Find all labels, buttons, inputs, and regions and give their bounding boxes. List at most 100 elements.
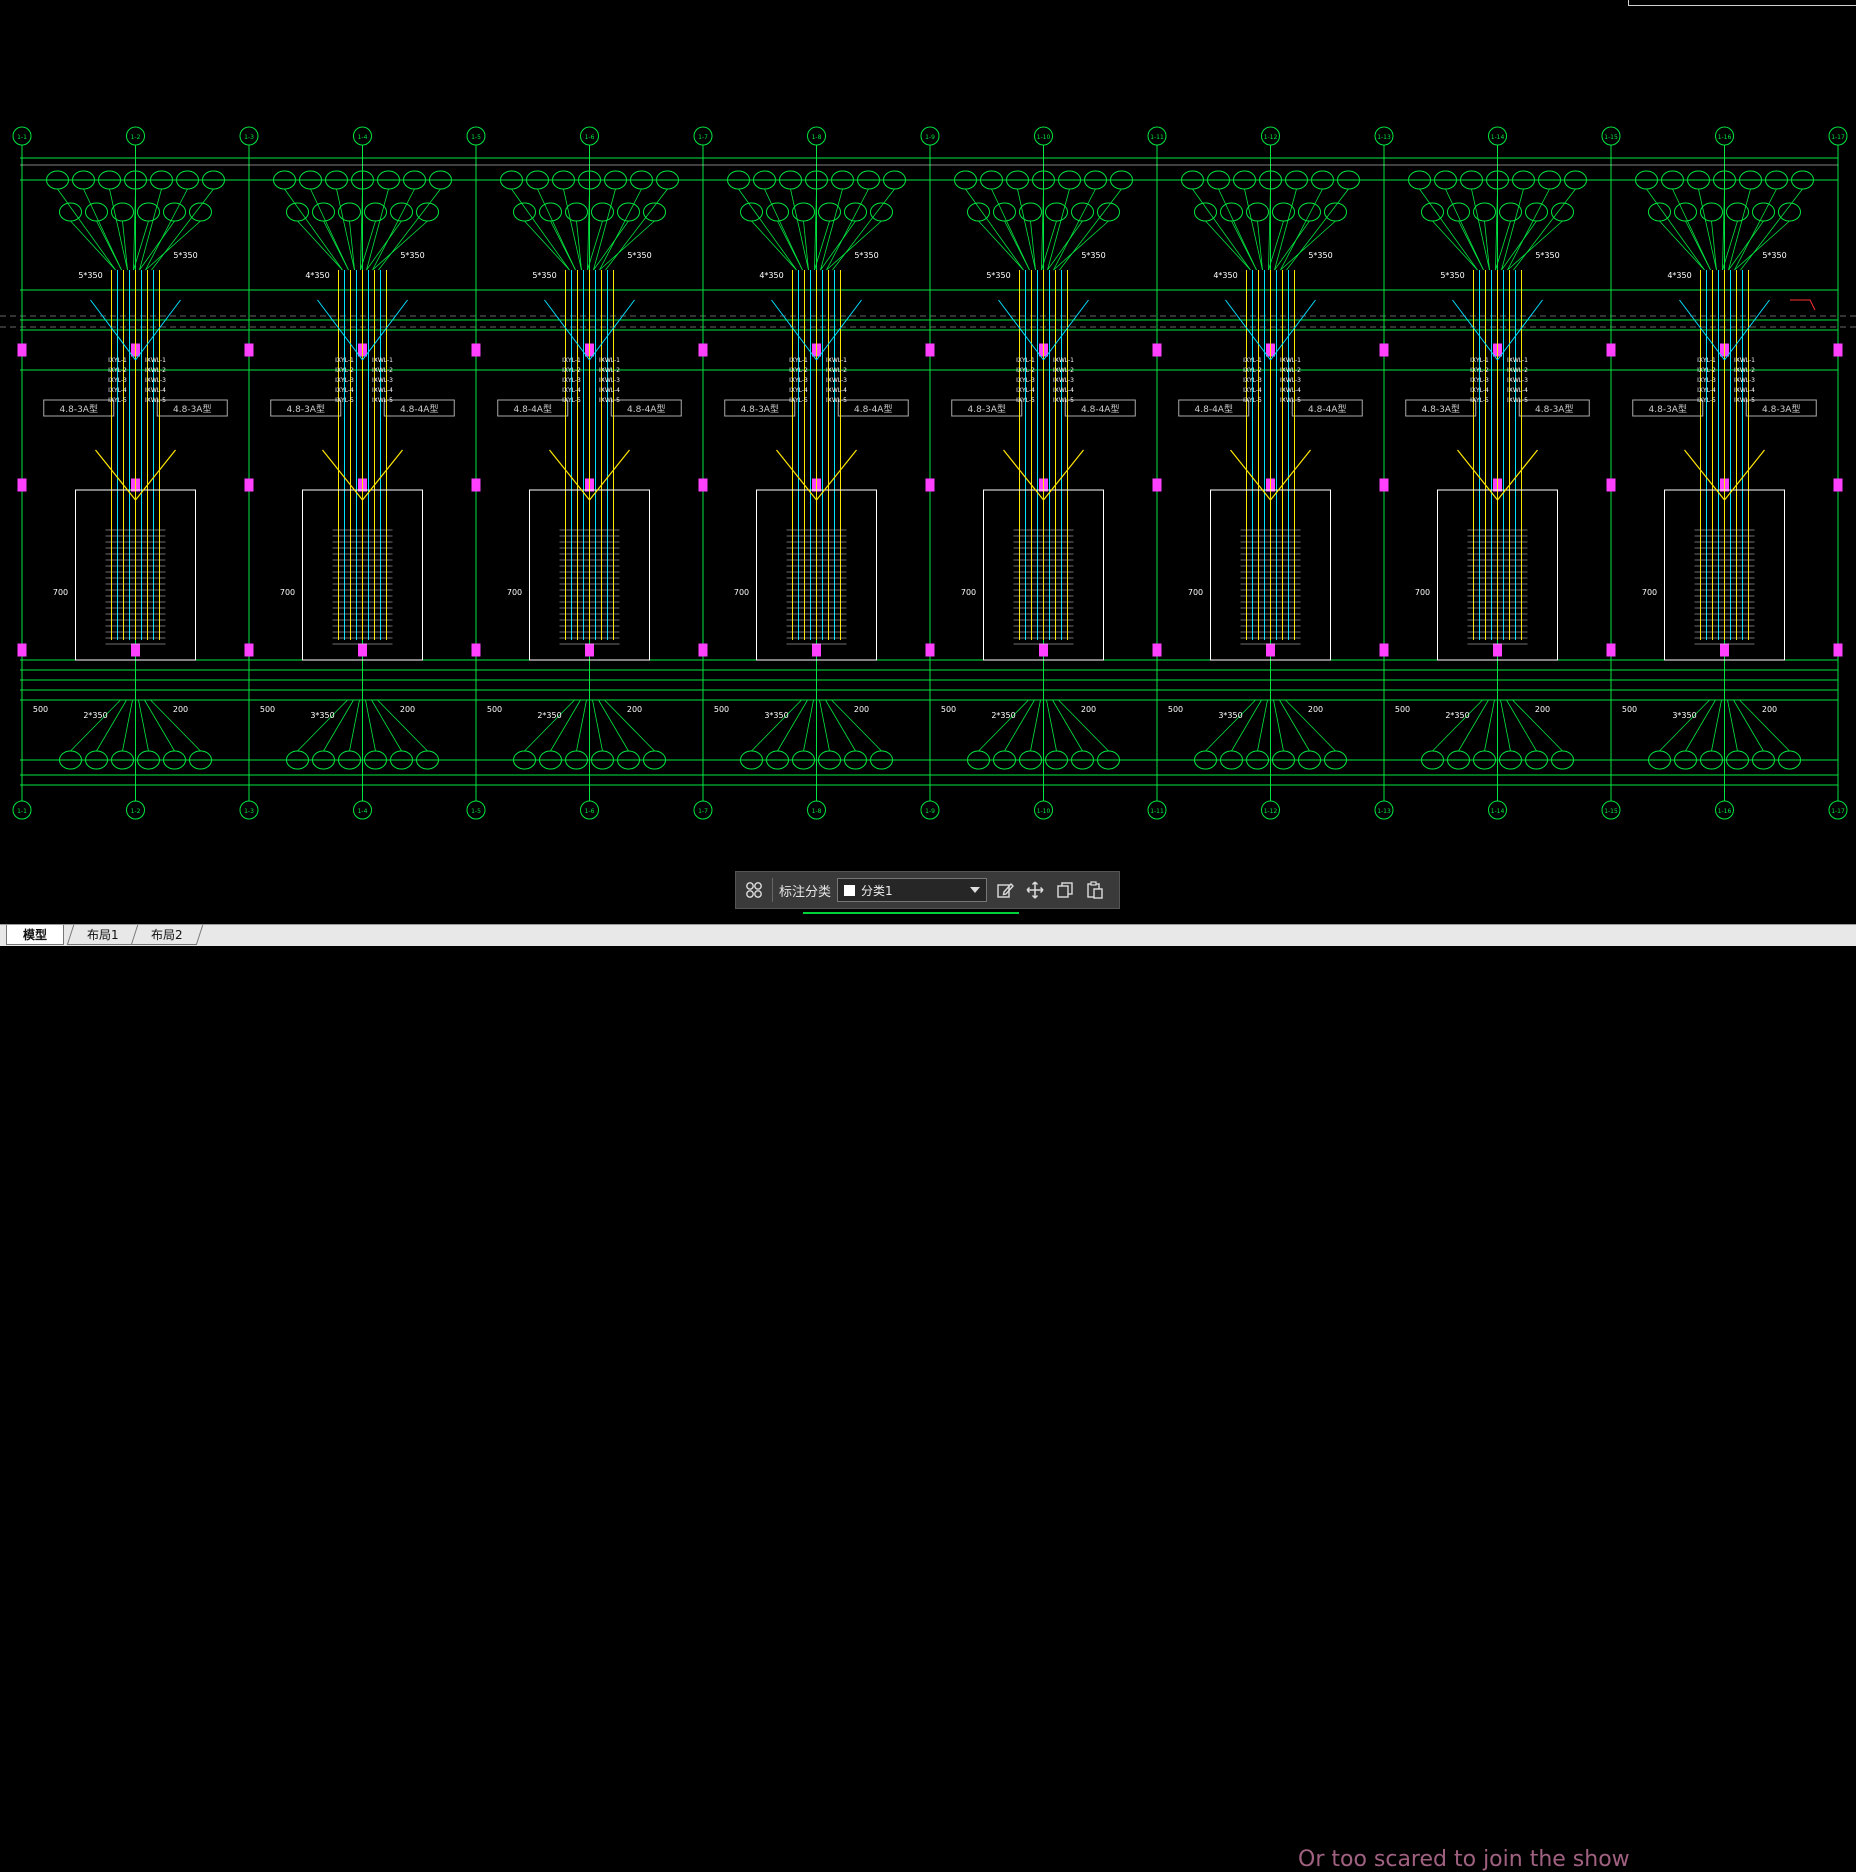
riser-leader-line [1672,188,1711,271]
unit-label-text: 4.8-4A型 [627,404,665,415]
column-marker [925,343,935,357]
riser-leader-line [576,699,587,752]
branch-pipe [1230,449,1271,501]
riser-leader-line [1727,699,1738,752]
dimension-text: 4*350 [1667,271,1691,280]
branch-pipe [1003,449,1044,501]
pipe-tag-text: IXYL-1 [562,357,581,364]
grid-axis-label-bottom: 1-11 [1150,808,1164,815]
toolbar-underline [803,912,1019,914]
riser-tag-bubble [1298,202,1321,222]
grid-axis-label-top: 1-12 [1264,134,1278,141]
edit-annotation-icon[interactable] [993,878,1017,902]
riser-leader-line [83,188,122,271]
pipe-tag-text: IXWL-5 [1507,397,1528,404]
dimension-text: 5*350 [1535,251,1559,260]
pipe-tag-text: IXYL-5 [562,397,581,404]
dimension-text: 2*350 [1445,711,1469,720]
pipe-tag-text: IXYL-5 [1243,397,1262,404]
dimension-text: 4*350 [1213,271,1237,280]
pipe-tag-text: IXWL-3 [1053,377,1074,384]
riser-leader-line [563,188,582,271]
riser-leader-line [138,699,149,752]
category-label: 标注分类 [779,884,832,900]
branch-pipe [776,449,817,501]
category-select[interactable]: 分类1 [837,878,988,902]
tab-layout2[interactable]: 布局2 [130,925,203,945]
paste-icon[interactable] [1083,878,1107,902]
branch-pipe [322,449,363,501]
copy-icon[interactable] [1053,878,1077,902]
dimension-text: 5*350 [1440,271,1464,280]
dimension-text: 5*350 [173,251,197,260]
grid-axis-label-bottom: 1-2 [131,808,141,815]
riser-leader-line [336,188,355,271]
riser-leader-line [550,220,576,271]
category-grid-icon[interactable] [742,878,766,902]
riser-leader-line [360,188,363,271]
pipe-tag-text: IXYL-3 [108,377,127,384]
riser-leader-line [1722,188,1725,271]
riser-leader-line [511,188,570,271]
shaft-outline [1664,489,1785,661]
shaft-outline [1210,489,1331,661]
riser-leader-line [1484,699,1495,752]
riser-leader-line [1059,188,1122,271]
pipe-tag-text: IXWL-1 [599,357,620,364]
riser-leader-line [1286,188,1349,271]
tab-model[interactable]: 模型 [6,925,65,945]
tab-layout1[interactable]: 布局1 [66,925,139,945]
riser-leader-line [592,699,603,752]
pipe-tag-text: IXWL-1 [1053,357,1074,364]
grid-axis-label-top: 1-4 [358,134,368,141]
dimension-text: 500 [1622,705,1637,714]
riser-leader-line [820,220,856,271]
riser-leader-line [1711,220,1717,271]
pipe-tag-text: IXWL-3 [826,377,847,384]
riser-leader-line [1274,188,1297,271]
column-marker [1152,478,1162,492]
dimension-text: 500 [1168,705,1183,714]
pipe-tag-text: IXWL-2 [599,367,620,374]
pipe-tag-text: IXYL-3 [1697,377,1716,384]
dimension-text: 700 [961,588,976,597]
pipe-tag-text: IXWL-4 [1507,387,1528,394]
grid-axis-label-bottom: 1-8 [812,808,822,815]
riser-leader-line [1004,699,1035,752]
unit-label-box [156,399,228,417]
grid-axis-label-top: 1-13 [1377,134,1391,141]
unit-label-text: 4.8-3A型 [1762,404,1800,415]
grid-axis-label-top: 1-16 [1718,134,1732,141]
riser-leader-line [133,220,149,271]
pipe-tag-text: IXWL-5 [1280,397,1301,404]
riser-leader-line [524,699,575,752]
riser-tag-bubble [59,202,82,222]
move-icon[interactable] [1023,878,1047,902]
riser-leader-line [1047,188,1070,271]
dimension-text: 500 [714,705,729,714]
riser-leader-line [790,188,809,271]
branch-pipe [1724,299,1770,361]
branch-pipe [95,449,136,501]
category-color-swatch [844,884,856,896]
pipe-tag-text: IXYL-1 [108,357,127,364]
pipe-tag-text: IXWL-2 [826,367,847,374]
riser-tag-bubble [818,202,841,222]
pipe-tag-text: IXWL-4 [826,387,847,394]
column-marker [925,478,935,492]
pipe-tag-text: IXWL-2 [145,367,166,374]
unit-label-box [1405,399,1477,417]
riser-tag-bubble [1726,202,1749,222]
riser-leader-line [139,220,175,271]
grid-axis-label-top: 1-6 [585,134,595,141]
grid-axis-label-bottom: 1-4 [358,808,368,815]
grid-axis-label-top: 1-8 [812,134,822,141]
grid-axis-bubble-bottom [239,800,259,820]
unit-label-text: 4.8-4A型 [1195,404,1233,415]
riser-leader-line [593,220,629,271]
unit-label-box [43,399,115,417]
riser-leader-line [323,699,354,752]
pipe-tag-text: IXWL-4 [599,387,620,394]
riser-leader-line [96,699,127,752]
